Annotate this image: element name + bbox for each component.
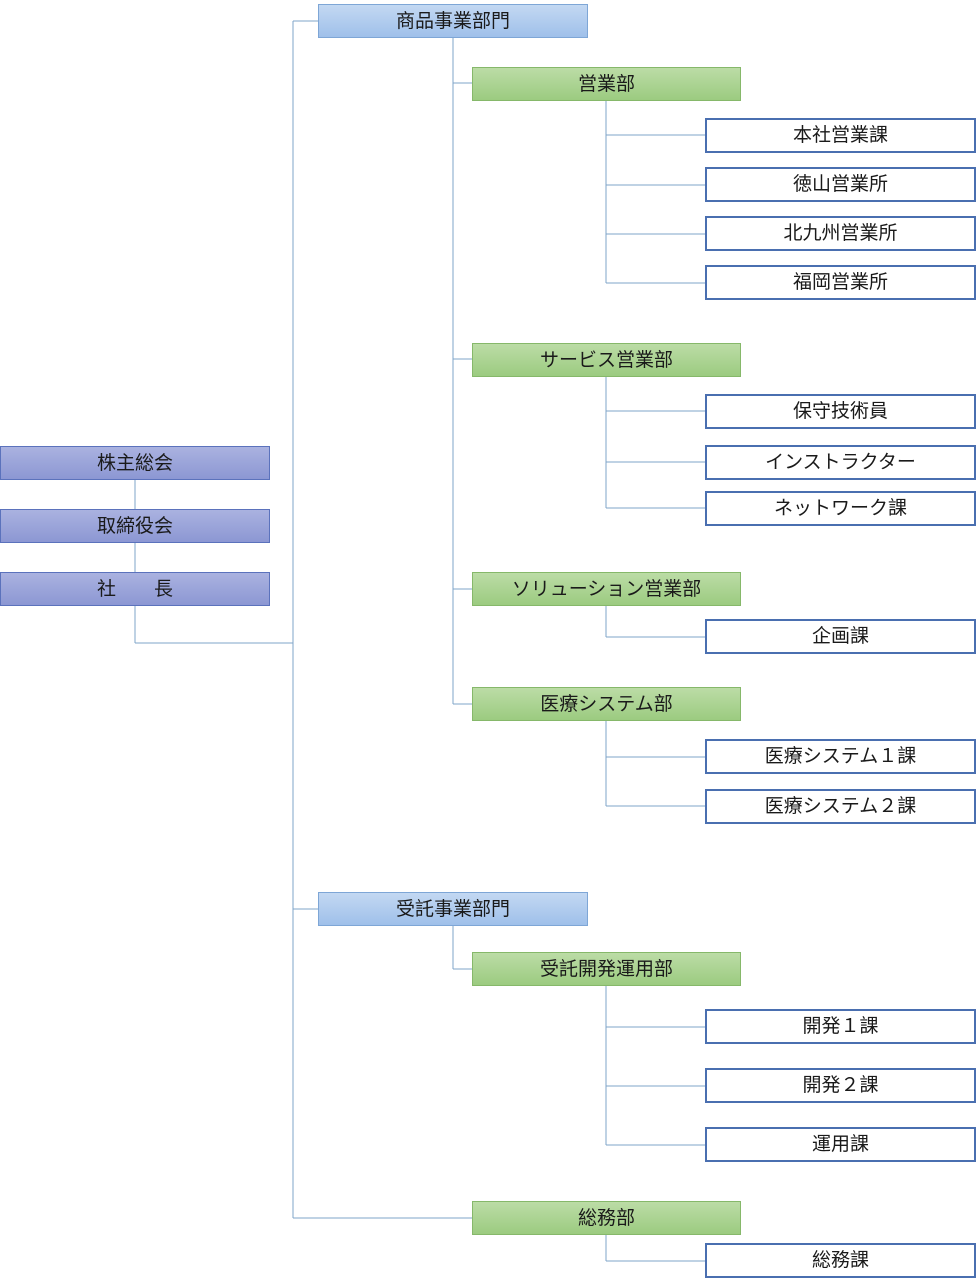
contract-development-operations-department-box: 受託開発運用部 (472, 952, 741, 986)
section-box: 運用課 (705, 1127, 976, 1162)
general-affairs-department-label: 総務部 (577, 1206, 635, 1229)
service-sales-department-box: サービス営業部 (472, 343, 741, 377)
product-business-division-label: 商品事業部門 (395, 9, 510, 32)
section-label: 企画課 (811, 625, 869, 647)
section-box: 保守技術員 (705, 394, 976, 429)
sales-department-label: 営業部 (577, 72, 635, 95)
sales-department-box: 営業部 (472, 67, 741, 101)
section-box: 開発１課 (705, 1009, 976, 1044)
section-box: 開発２課 (705, 1068, 976, 1103)
solution-sales-department-label: ソリューション営業部 (511, 577, 702, 600)
section-box: インストラクター (705, 445, 976, 480)
section-label: 運用課 (811, 1133, 869, 1155)
medical-systems-department-label: 医療システム部 (540, 692, 673, 715)
section-box: 福岡営業所 (705, 265, 976, 300)
section-label: 福岡営業所 (792, 271, 888, 293)
product-business-division-box: 商品事業部門 (318, 4, 588, 38)
section-box: 北九州営業所 (705, 216, 976, 251)
section-box: 本社営業課 (705, 118, 976, 153)
contract-business-division-label: 受託事業部門 (395, 897, 510, 920)
general-affairs-department-box: 総務部 (472, 1201, 741, 1235)
section-label: 医療システム２課 (764, 795, 917, 817)
section-box: ネットワーク課 (705, 491, 976, 526)
contract-business-division-box: 受託事業部門 (318, 892, 588, 926)
shareholders-meeting-label: 株主総会 (96, 451, 173, 474)
section-box: 医療システム１課 (705, 739, 976, 774)
section-label: ネットワーク課 (773, 497, 907, 519)
section-label: 開発２課 (802, 1074, 879, 1096)
board-of-directors-box: 取締役会 (0, 509, 270, 543)
section-label: 北九州営業所 (783, 222, 898, 244)
section-box: 総務課 (705, 1243, 976, 1278)
board-of-directors-label: 取締役会 (96, 514, 173, 537)
section-box: 企画課 (705, 619, 976, 654)
section-label: 本社営業課 (792, 124, 888, 146)
section-box: 医療システム２課 (705, 789, 976, 824)
medical-systems-department-box: 医療システム部 (472, 687, 741, 721)
president-label: 社 長 (96, 577, 173, 600)
shareholders-meeting-box: 株主総会 (0, 446, 270, 480)
contract-development-operations-department-label: 受託開発運用部 (539, 957, 673, 980)
section-label: 保守技術員 (792, 400, 888, 422)
solution-sales-department-box: ソリューション営業部 (472, 572, 741, 606)
section-label: インストラクター (765, 451, 916, 473)
president-box: 社 長 (0, 572, 270, 606)
section-label: 徳山営業所 (792, 173, 888, 195)
service-sales-department-label: サービス営業部 (539, 348, 673, 371)
section-label: 総務課 (811, 1249, 869, 1271)
section-label: 医療システム１課 (764, 745, 917, 767)
section-box: 徳山営業所 (705, 167, 976, 202)
section-label: 開発１課 (802, 1015, 879, 1037)
